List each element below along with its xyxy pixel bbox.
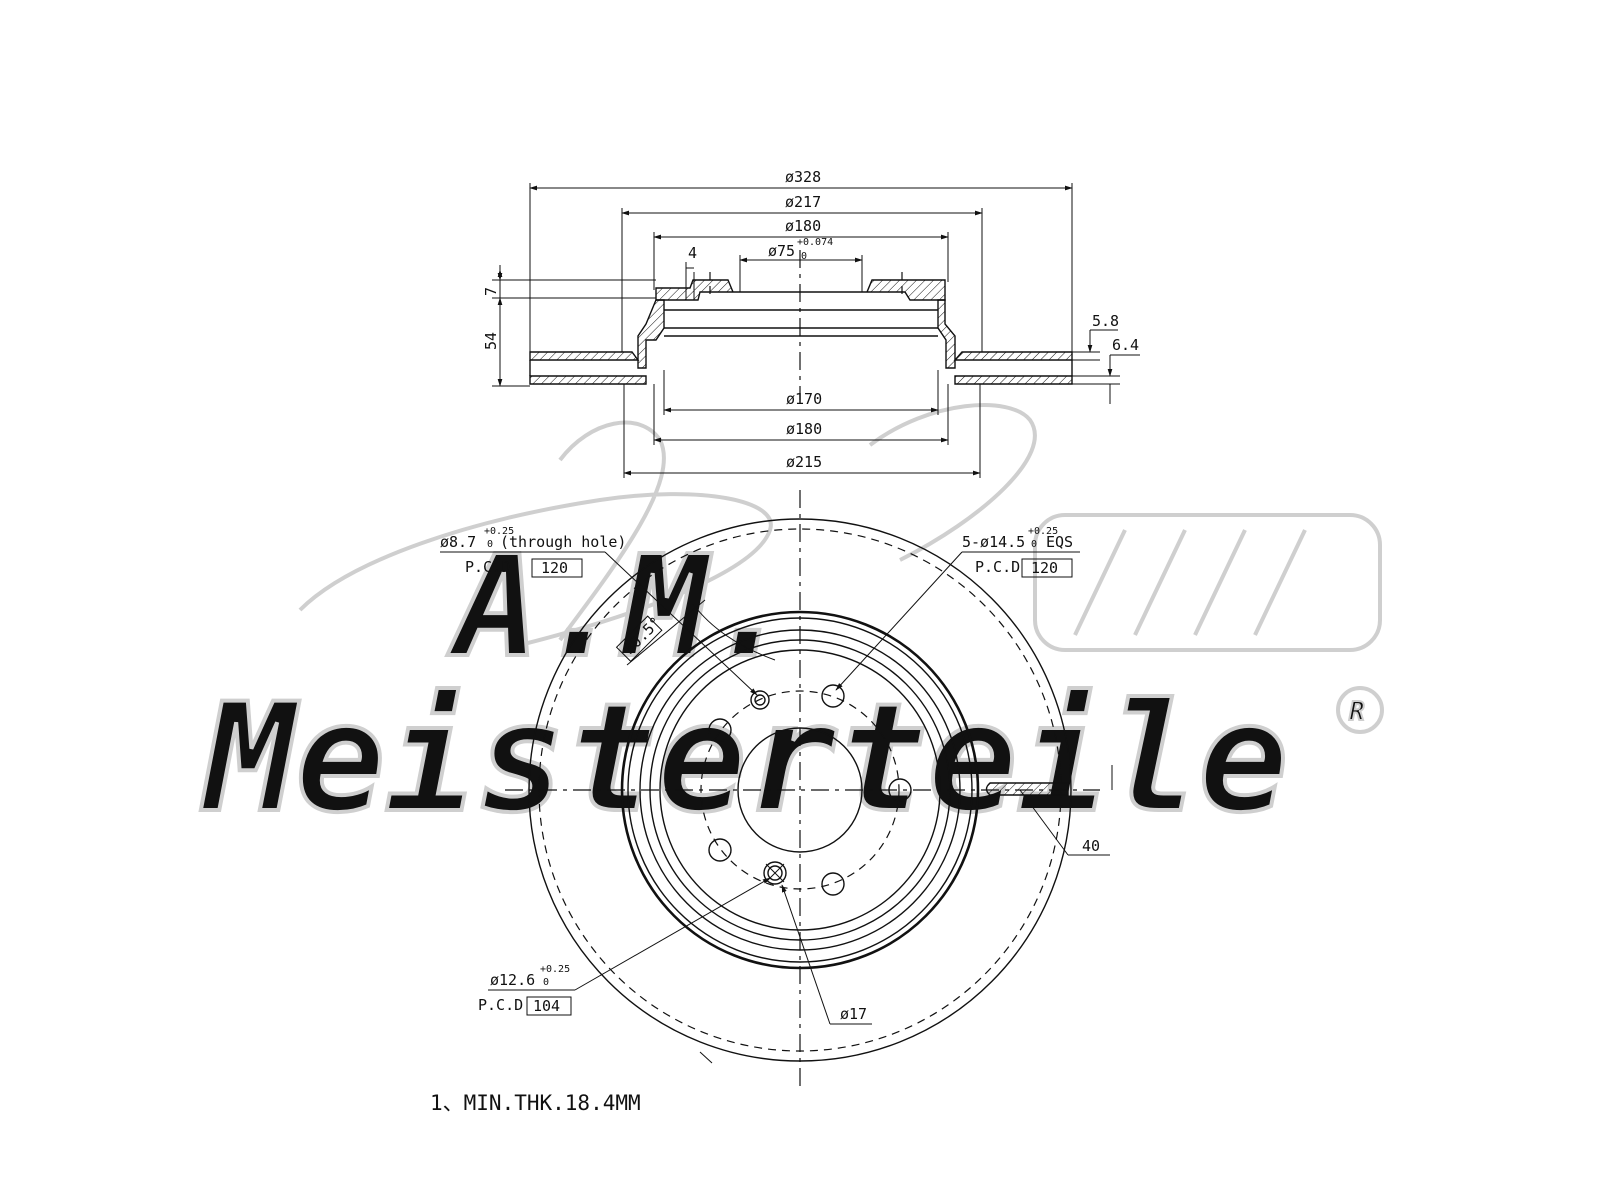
center-bore: [737, 727, 863, 853]
stud-holes-tol-lower: 0: [1031, 539, 1037, 550]
hat-ring-3: [649, 639, 951, 941]
stud-holes-note: EQS: [1046, 533, 1073, 551]
disc-inner-friction-edge: [620, 610, 980, 970]
hat-ring-2: [639, 629, 961, 951]
section-right-lower-ring: [954, 375, 1073, 385]
through-hole-tol-upper: +0.25: [484, 526, 514, 537]
dim-215: ø215: [786, 453, 822, 471]
slot-width: 40: [1082, 837, 1100, 855]
through-hole-pcd-value: 120: [541, 559, 568, 577]
stud-hole-3: [821, 872, 845, 896]
threaded-hole-pcd-box: [526, 996, 572, 1016]
stud-hole-4: [708, 838, 732, 862]
angle-arc: [692, 603, 776, 661]
dim-outer-diameter: ø328: [785, 168, 821, 186]
through-hole: [750, 690, 770, 710]
leader-through-hole: [604, 551, 758, 696]
dim-center-bore-tol-lower: 0: [801, 251, 807, 262]
watermark-registered-circle: [1336, 686, 1384, 734]
section-hat-wall-right: [937, 299, 956, 369]
through-hole-tol-lower: 0: [487, 539, 493, 550]
dim-6-4: 6.4: [1112, 336, 1139, 354]
through-hole-inner: [754, 694, 766, 706]
leader-slot: [1019, 789, 1069, 856]
section-view: ø328 ø217 ø180 ø75 +0.074 0 4 7 54 5.: [482, 168, 1140, 478]
stud-holes-tol-upper: +0.25: [1028, 526, 1058, 537]
dim-center-bore: ø75: [768, 242, 795, 260]
through-hole-pcd-box: [531, 558, 583, 578]
dim-center-bore-tol-upper: +0.074: [797, 237, 833, 248]
dim-180-top: ø180: [785, 217, 821, 235]
leader-stud-holes: [835, 551, 963, 691]
stud-holes-pcd-value: 120: [1031, 559, 1058, 577]
pcd-120-circle: [700, 690, 900, 890]
note-min-thickness: 1、MIN.THK.18.4MM: [430, 1091, 641, 1115]
dim-217: ø217: [785, 193, 821, 211]
watermark: A.M. Meisterteile R: [198, 403, 1384, 848]
watermark-registered-mark: R: [1349, 697, 1365, 727]
front-view: ø8.7 +0.25 0 (through hole) P.C.D 120 30…: [440, 490, 1113, 1090]
dim-170: ø170: [786, 390, 822, 408]
watermark-stripes: [1073, 529, 1307, 636]
stud-holes-size: 5-ø14.5: [962, 533, 1025, 551]
dim-180-bottom: ø180: [786, 420, 822, 438]
section-left-lower-ring: [529, 375, 647, 385]
stud-hole-1: [821, 684, 845, 708]
dim-overall-height: 54: [482, 332, 500, 350]
stud-hole-5: [708, 718, 732, 742]
section-hat-top: [655, 279, 946, 301]
through-hole-size: ø8.7: [440, 533, 476, 551]
wear-indicator-slot: [985, 782, 1069, 796]
dim-hat-thickness: 7: [482, 287, 500, 296]
section-right-upper-ring: [953, 351, 1073, 361]
threaded-hole-tol-lower: 0: [543, 977, 549, 988]
section-left-upper-ring: [529, 351, 640, 361]
stud-holes-pcd-label: P.C.D: [975, 558, 1020, 576]
threaded-hole-size: ø12.6: [490, 971, 535, 989]
watermark-badge: [1033, 513, 1382, 652]
hat-ring-1: [627, 617, 973, 963]
dim-hat-offset: 4: [688, 244, 697, 262]
section-mark-bottom: [699, 1051, 713, 1064]
stud-holes-pcd-box: [1021, 558, 1073, 578]
angle-leader-line: [626, 599, 706, 666]
leader-d17: [781, 884, 831, 1025]
angle-box: [615, 615, 663, 663]
through-hole-pcd-label: P.C.D: [465, 558, 510, 576]
threaded-hole-pcd-label: P.C.D: [478, 996, 523, 1014]
stud-hole-2: [888, 778, 912, 802]
disc-outer-edge: [528, 518, 1072, 1062]
threaded-hole-pcd-value: 104: [533, 997, 560, 1015]
threaded-hole-inner: [767, 865, 783, 881]
hat-ring-4: [659, 649, 941, 931]
watermark-swoosh: [298, 403, 1037, 647]
leader-threaded-hole: [574, 877, 771, 991]
through-hole-note: (through hole): [500, 533, 626, 551]
watermark-brand-line2: Meisterteile: [200, 672, 1289, 846]
section-hat-wall-left: [637, 299, 665, 369]
dim-d17: ø17: [840, 1005, 867, 1023]
threaded-hole-tol-upper: +0.25: [540, 964, 570, 975]
dim-5-8: 5.8: [1092, 312, 1119, 330]
threaded-hole: [763, 861, 787, 885]
